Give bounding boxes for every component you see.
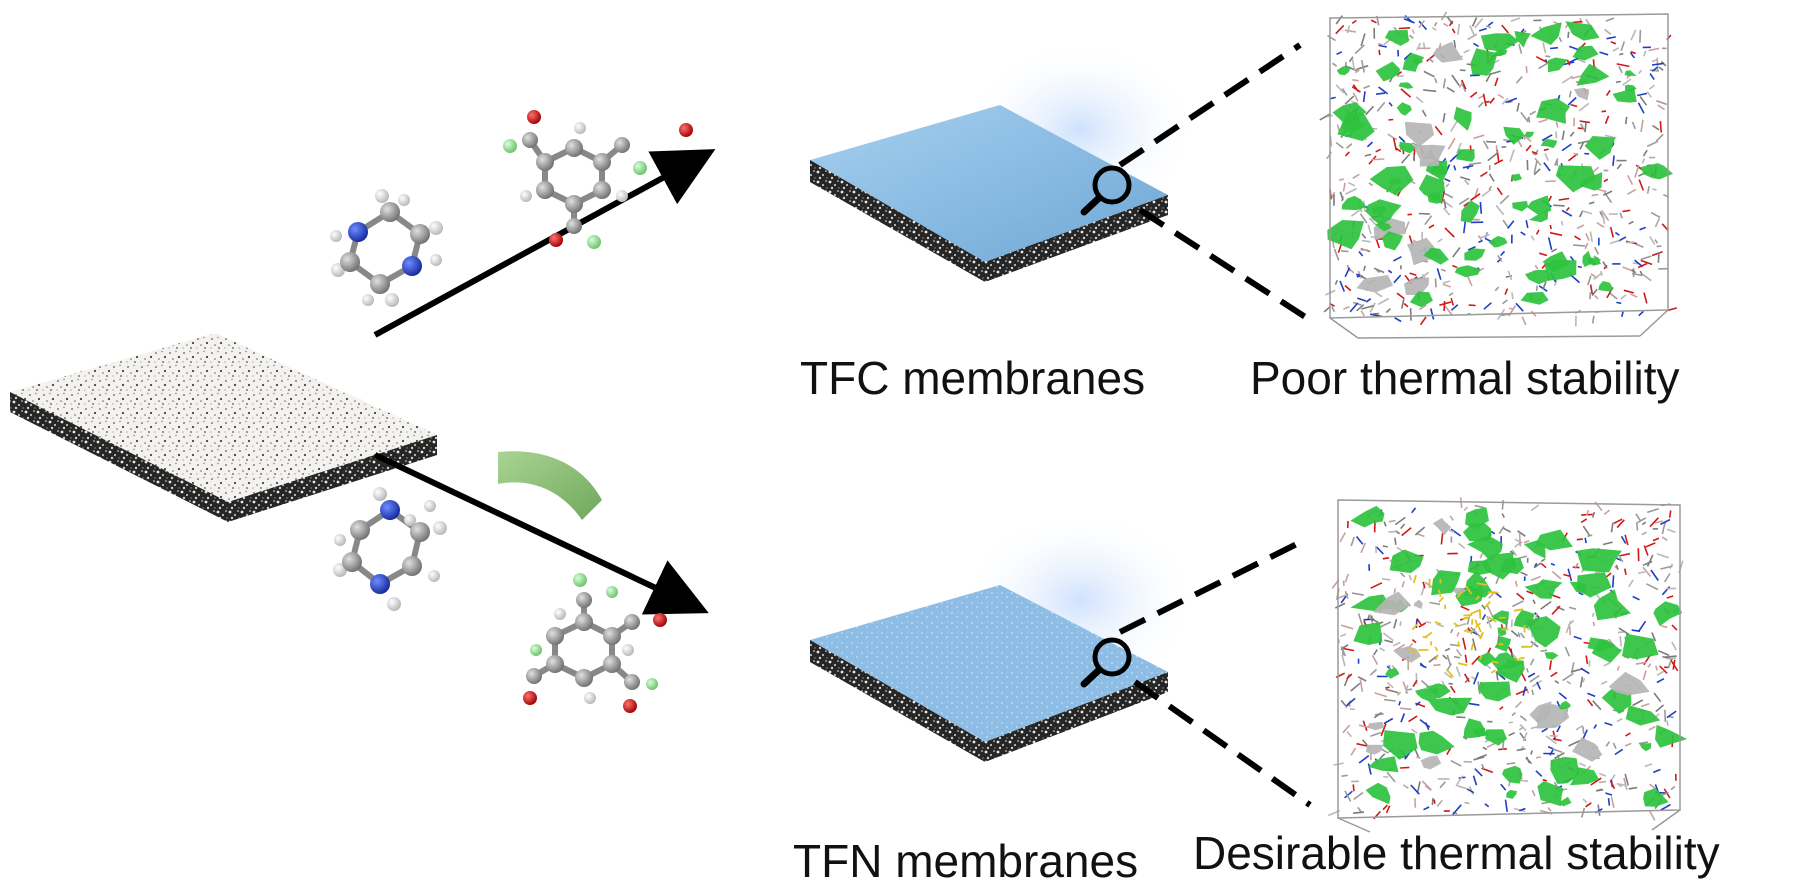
tfc-membranes-label: TFC membranes — [800, 355, 1145, 401]
nanosheet-filler — [498, 451, 602, 520]
desirable-thermal-stability-label: Desirable thermal stability — [1193, 830, 1720, 876]
support-substrate — [10, 333, 437, 522]
piperazine-molecule-top — [330, 189, 443, 307]
piperazine-molecule-bottom — [333, 487, 447, 611]
tfn-membrane — [810, 510, 1200, 762]
zoom-line-bottom-lower — [1135, 682, 1310, 805]
tfc-membrane — [810, 40, 1200, 282]
simulation-box-tfc — [1320, 12, 1677, 338]
zoom-line-top-lower — [1140, 210, 1310, 320]
simulation-box-tfn — [1328, 497, 1687, 832]
tmc-molecule-bottom — [523, 573, 667, 713]
tfn-membranes-label: TFN membranes — [793, 838, 1138, 884]
poor-thermal-stability-label: Poor thermal stability — [1250, 355, 1680, 401]
